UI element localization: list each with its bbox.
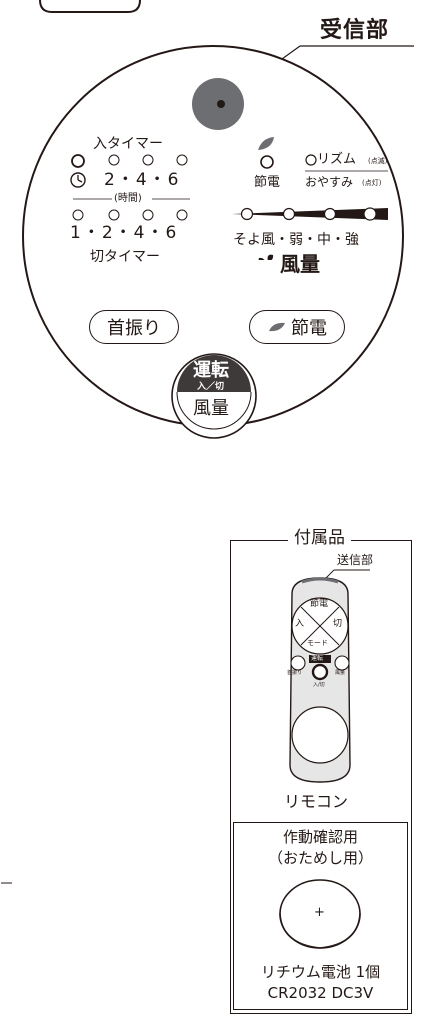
sleep-label: おやすみ	[305, 175, 354, 189]
remote-label: リモコン	[284, 792, 349, 811]
run-button-sub: 入／切	[197, 382, 225, 392]
eco-button[interactable]: 節電	[249, 310, 345, 344]
remote-btn-mode: モード	[307, 639, 328, 647]
remote-btn-center-top: 運転	[311, 655, 324, 662]
mode-leds	[232, 137, 388, 260]
hours-label: (時間)	[114, 193, 142, 204]
run-button-bottom: 風量	[193, 398, 229, 419]
clock-icon	[70, 172, 86, 188]
eco-button-label: 節電	[291, 318, 327, 339]
run-button-top: 運転	[193, 360, 229, 381]
remote-btn-eco: 節電	[310, 599, 329, 609]
battery-desc-line1: リチウム電池 1個	[260, 963, 381, 981]
airflow-label: 風量	[280, 252, 320, 276]
transmitter-label: 送信部	[337, 553, 374, 567]
on-timer-title: 入タイマー	[93, 136, 163, 152]
battery-box	[233, 822, 408, 1010]
remote-btn-swing: 首振り	[287, 670, 303, 676]
battery-plus: +	[314, 905, 325, 920]
swing-button-label: 首振り	[107, 318, 161, 339]
remote-btn-on: 入	[295, 619, 305, 629]
battery-desc-line2: CR2032 DC3V	[267, 984, 374, 1002]
remote-btn-airflow: 風量	[335, 670, 346, 676]
eco-label: 節電	[254, 175, 281, 190]
battery-purpose-line1: 作動確認用	[282, 828, 358, 846]
swing-button[interactable]: 首振り	[89, 310, 179, 344]
rhythm-label: リズム	[317, 152, 357, 167]
off-timer-title: 切タイマー	[90, 249, 160, 265]
fan-icon	[258, 254, 274, 260]
off-timer-values: 1・2・4・6	[70, 223, 179, 243]
remote-btn-power: 入/切	[313, 682, 325, 688]
sleep-sub: (点灯)	[362, 179, 382, 187]
receiver-label: 受信部	[320, 18, 390, 43]
speed-scale: そよ風・弱・中・強	[233, 232, 359, 248]
top-crop-fragment	[39, 0, 141, 13]
remote-btn-off: 切	[333, 619, 343, 629]
leaf-icon	[258, 137, 274, 150]
remote-drawing	[289, 569, 370, 783]
battery-drawing	[279, 879, 361, 949]
on-timer-values: 2・4・6	[104, 170, 181, 190]
on-timer-leds	[70, 154, 190, 221]
leaf-icon	[269, 322, 285, 332]
stray-dash	[1, 882, 12, 884]
battery-purpose-line2: （おためし用）	[267, 849, 373, 867]
accessories-title: 付属品	[288, 530, 351, 547]
run-button[interactable]	[170, 352, 260, 442]
rhythm-sub: (点滅)	[368, 157, 388, 165]
speed-bar	[232, 208, 388, 220]
